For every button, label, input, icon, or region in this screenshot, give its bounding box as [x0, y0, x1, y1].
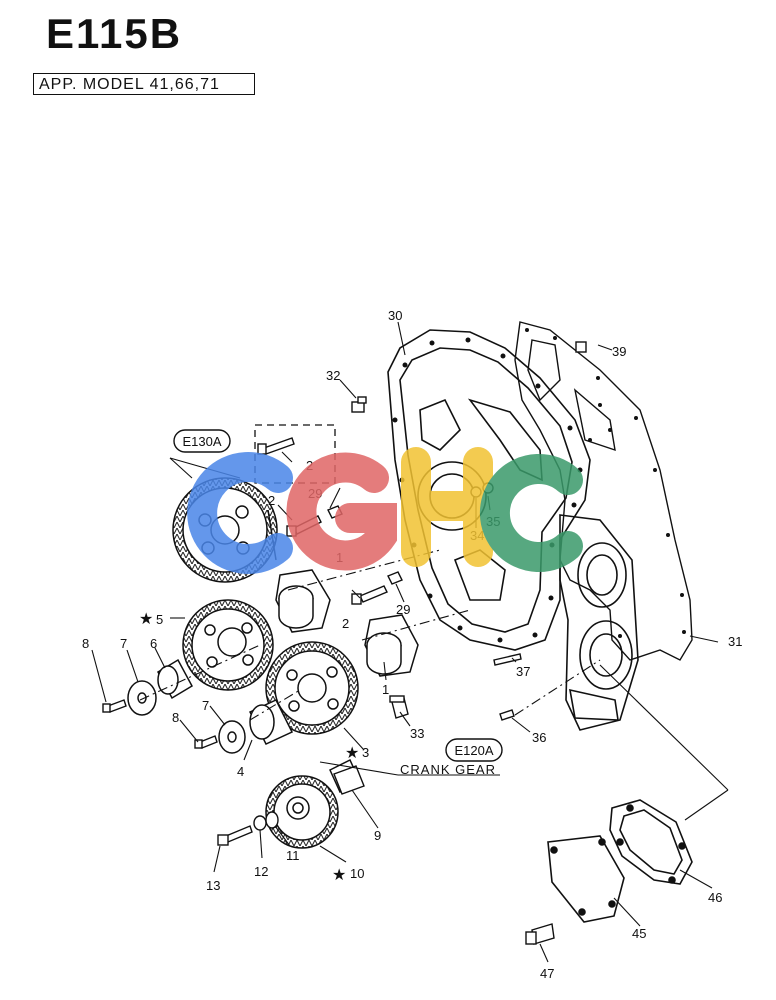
callout-3: 3 [362, 745, 369, 760]
callout-12: 12 [254, 864, 268, 879]
callout-11: 11 [286, 848, 300, 863]
watermark-logo [187, 447, 583, 574]
callout-33: 33 [410, 726, 424, 741]
idle-gear-shafts [275, 569, 419, 677]
crank-gear-label: CRANK GEAR [400, 762, 496, 777]
reference-e130a: E130A [173, 429, 231, 453]
star-marker-10: ★ [332, 867, 346, 884]
callout-29b: 29 [396, 602, 410, 617]
callout-10: 10 [350, 866, 364, 881]
star-marker-5: ★ [139, 611, 153, 628]
callout-30: 30 [388, 308, 402, 323]
svg-text:E120A: E120A [454, 743, 493, 758]
reference-e120a: E120A [445, 738, 503, 762]
callout-2c: 2 [342, 616, 349, 631]
leader-lines [91, 321, 729, 963]
svg-text:E130A: E130A [182, 434, 221, 449]
front-cover-plate [559, 514, 639, 731]
gear-3 [265, 641, 359, 735]
callout-36: 36 [532, 730, 546, 745]
cover-plates [547, 799, 693, 923]
page-title: E115B [46, 10, 183, 57]
gasket-outline [514, 321, 693, 661]
callout-8a: 8 [82, 636, 89, 651]
callout-45: 45 [632, 926, 646, 941]
callout-5: 5 [156, 612, 163, 627]
callout-39: 39 [612, 344, 626, 359]
app-model-box: APP. MODEL 41,66,71 [33, 73, 255, 95]
callout-7b: 7 [202, 698, 209, 713]
callout-37: 37 [516, 664, 530, 679]
crank-gear-10 [265, 775, 339, 849]
callout-4: 4 [237, 764, 244, 779]
bushings-and-washers [127, 658, 361, 794]
gear-5 [182, 599, 274, 691]
callout-32: 32 [326, 368, 340, 383]
callout-47: 47 [540, 966, 554, 981]
callout-1b: 1 [382, 682, 389, 697]
callout-2b: 2 [268, 493, 275, 508]
callout-8b: 8 [172, 710, 179, 725]
star-marker-3: ★ [345, 745, 359, 762]
bolts [102, 341, 587, 945]
callout-46: 46 [708, 890, 722, 905]
callout-7a: 7 [120, 636, 127, 651]
callout-9: 9 [374, 828, 381, 843]
callout-6: 6 [150, 636, 157, 651]
callout-31: 31 [728, 634, 742, 649]
callout-13: 13 [206, 878, 220, 893]
